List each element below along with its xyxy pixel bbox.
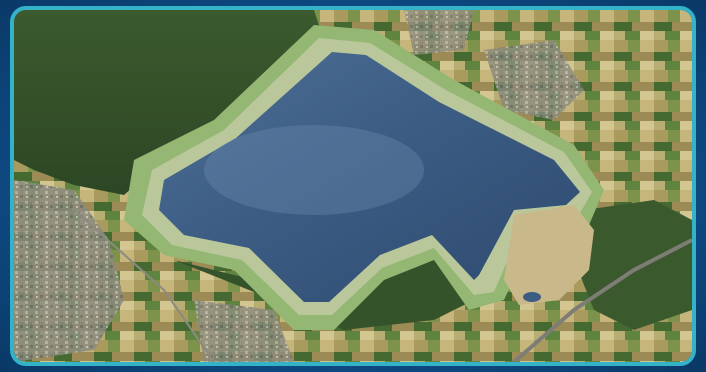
forest-area-east [574, 200, 692, 330]
highway [512, 238, 692, 362]
water-glare [204, 125, 424, 215]
reservoir-water [159, 52, 580, 302]
image-frame [10, 6, 696, 366]
airfield-south [194, 300, 294, 362]
town-northcenter [404, 10, 474, 55]
aerial-photo [14, 10, 692, 362]
road-west [73, 209, 215, 362]
sandy-basin-southeast [504, 205, 594, 305]
town-west [14, 180, 124, 362]
forest-area-northwest [14, 10, 324, 195]
small-pond [523, 292, 541, 302]
town-northeast [484, 40, 584, 120]
